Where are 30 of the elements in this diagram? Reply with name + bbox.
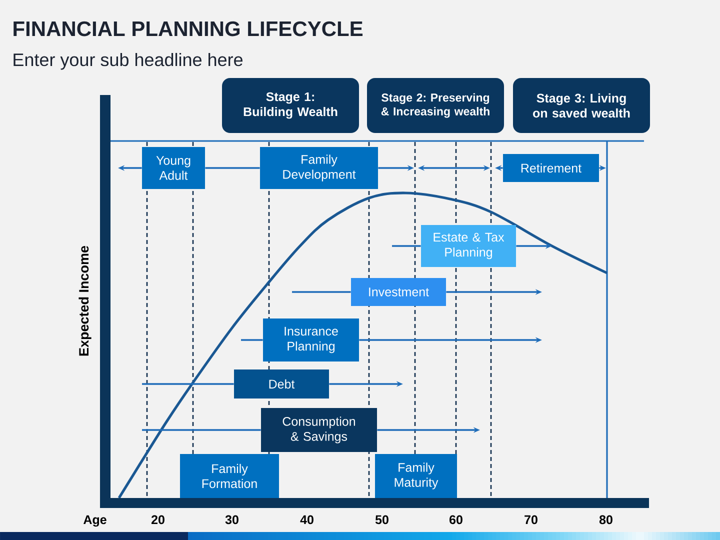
- activity-box: Debt: [234, 370, 329, 398]
- activity-box: Investment: [351, 278, 446, 306]
- subtitle: Enter your sub headline here: [14, 52, 242, 70]
- phase-box: Retirement: [503, 154, 599, 182]
- phase-box: Young Adult: [142, 147, 205, 189]
- phase-box: Family Maturity: [375, 454, 457, 498]
- connector-line: [205, 167, 260, 169]
- title: FINANCIAL PLANNING LIFECYCLE: [14, 21, 363, 36]
- axis-label: Age: [84, 515, 106, 527]
- tick-label: 50: [375, 515, 388, 524]
- stage-box: Stage 3: Living on saved wealth: [513, 78, 650, 133]
- connector-line: [142, 429, 261, 431]
- activity-box: Estate & Tax Planning: [421, 225, 516, 267]
- connector-line: [241, 339, 263, 341]
- connector-line: [292, 291, 351, 293]
- tick-label: 60: [450, 515, 462, 524]
- tick-label: 80: [599, 515, 612, 524]
- tick-label: 30: [225, 515, 238, 524]
- stage-box: Stage 2: Preserving & Increasing wealth: [367, 78, 504, 133]
- axis-title: Expected Income: [78, 246, 92, 356]
- phase-box: Family Formation: [180, 454, 279, 498]
- activity-box: Consumption & Savings: [261, 408, 377, 452]
- connector-line: [392, 245, 421, 247]
- tick-label: 20: [152, 515, 164, 524]
- tick-label: 40: [300, 515, 314, 524]
- connector-line: [142, 383, 234, 385]
- activity-box: Insurance Planning: [263, 318, 359, 362]
- tick-label: 70: [524, 515, 538, 524]
- phase-box: Family Development: [260, 147, 378, 189]
- stage-box: Stage 1: Building Wealth: [222, 78, 359, 133]
